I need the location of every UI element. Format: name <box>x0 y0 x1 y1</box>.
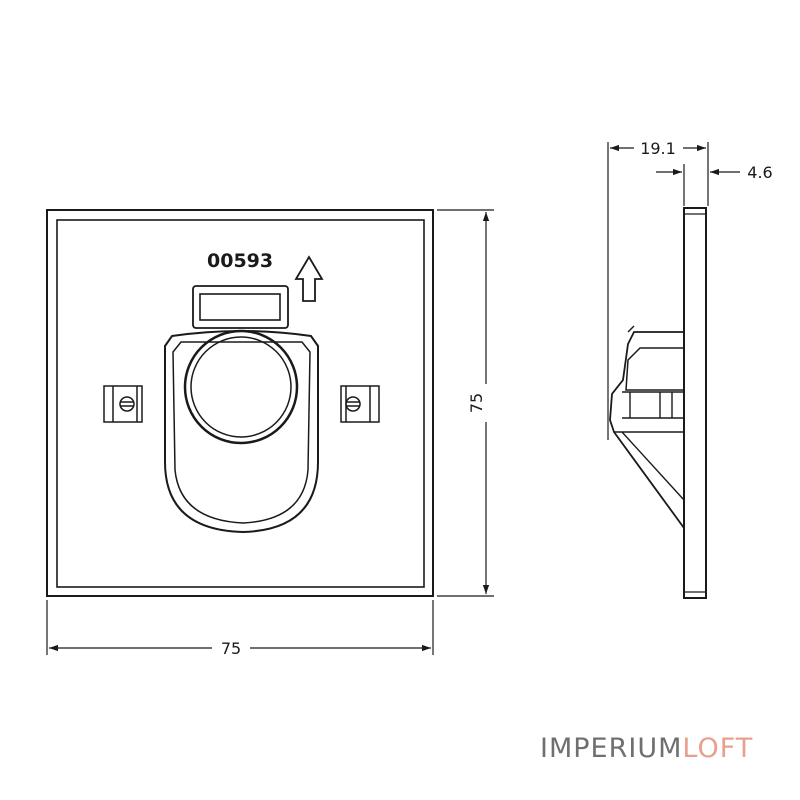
brand-logo: IMPERIUMLOFT <box>540 733 753 764</box>
round-knob-inner <box>190 336 292 438</box>
inner-plate-outline <box>56 219 425 588</box>
arrow-up-icon <box>294 255 324 302</box>
side-mechanism-body <box>625 347 684 391</box>
side-dimensions <box>607 142 740 440</box>
label-window-inner <box>199 293 281 321</box>
depth-dimension-value: 19.1 <box>640 139 676 158</box>
brand-logo-part2: LOFT <box>682 733 754 764</box>
round-knob <box>183 329 299 445</box>
front-view <box>46 209 434 597</box>
outer-plate-outline <box>46 209 434 597</box>
side-mechanism-profile <box>609 331 685 529</box>
part-code: 00593 <box>207 250 273 272</box>
mechanism-inner-outline <box>172 341 311 524</box>
width-dimension <box>46 600 434 655</box>
side-view <box>609 207 707 599</box>
brand-logo-part1: IMPERIUM <box>540 733 683 764</box>
left-screw-clip <box>103 385 143 423</box>
side-plate <box>683 207 707 599</box>
width-dimension-value: 75 <box>221 639 241 658</box>
height-dimension-value: 75 <box>467 393 486 413</box>
right-screw-clip <box>340 385 380 423</box>
height-dimension <box>437 209 494 597</box>
left-screw-icon <box>119 396 135 412</box>
side-mechanism-base <box>614 391 685 501</box>
right-screw-icon <box>345 396 361 412</box>
plate-dimension-value: 4.6 <box>747 163 772 182</box>
label-window <box>192 285 289 329</box>
